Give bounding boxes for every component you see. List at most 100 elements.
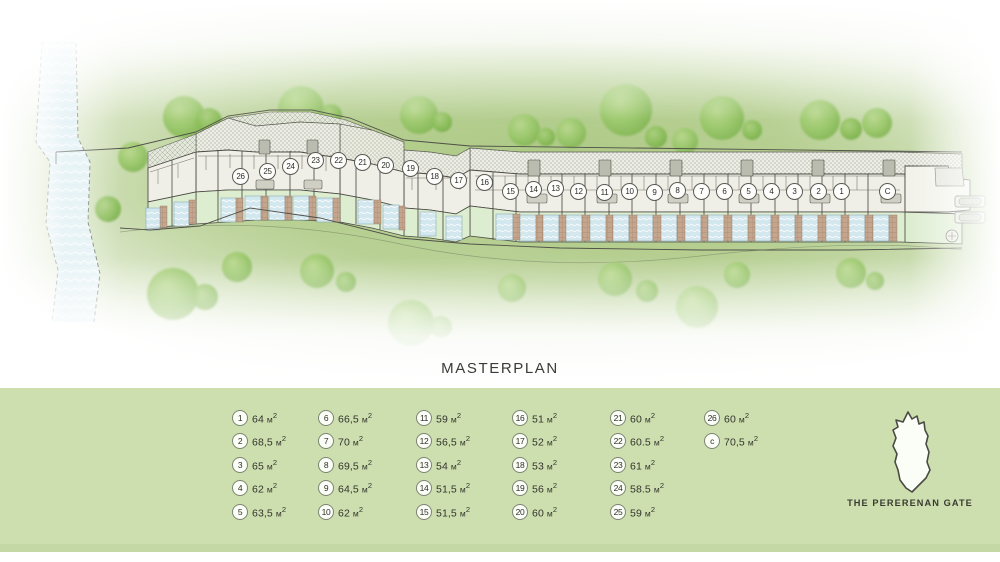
legend-area-unit: м [644,461,651,471]
legend-area-exponent: 2 [272,481,278,490]
plan-unit-9[interactable]: 9 [646,184,663,201]
plan-unit-3[interactable]: 3 [786,183,803,200]
legend-area-unit: м [266,414,273,424]
legend-area-exponent: 2 [272,410,278,420]
plan-unit-26[interactable]: 26 [232,168,249,185]
legend-unit-number: 17 [512,433,528,450]
legend-area-exponent: 2 [659,434,665,443]
legend-area-unit: м [275,508,282,518]
legend-unit-area: 63,5 м2 [252,505,286,520]
legend-area-value: 63,5 [252,507,273,519]
legend-area-unit: м [459,484,466,495]
plan-unit-12[interactable]: 12 [570,183,587,200]
legend-area-exponent: 2 [659,481,665,490]
plan-unit-11[interactable]: 11 [596,184,613,201]
legend-area-unit: м [653,437,660,448]
legend-area-exponent: 2 [650,504,656,514]
plan-unit-23[interactable]: 23 [307,152,324,169]
legend-unit-area: 66,5 м2 [338,411,372,426]
legend-unit-number: 3 [232,456,248,473]
plan-unit-7[interactable]: 7 [693,183,710,200]
site-plan-drawing [55,109,986,264]
legend-area-exponent: 2 [272,457,278,467]
legend-area-exponent: 2 [281,504,287,514]
plan-unit-1[interactable]: 1 [833,183,850,200]
plan-unit-6[interactable]: 6 [716,183,733,200]
legend-area-unit: м [459,508,466,518]
legend-unit-area: 53 м2 [532,458,557,473]
legend-area-exponent: 2 [650,410,656,420]
plan-unit-18[interactable]: 18 [426,168,443,185]
plan-unit-16[interactable]: 16 [476,174,493,191]
legend-area-value: 70,5 [724,436,745,449]
legend-area-unit: м [266,484,273,495]
plan-unit-14[interactable]: 14 [525,181,542,198]
legend-area-exponent: 2 [650,457,656,467]
legend-area-exponent: 2 [552,504,558,514]
plan-unit-15[interactable]: 15 [502,183,519,200]
plan-unit-24[interactable]: 24 [282,158,299,175]
legend-unit-area: 56 м2 [532,481,557,496]
legend-unit-area: 58.5 м2 [630,481,664,496]
legend-area-value: 66,5 [338,413,359,425]
plan-unit-25[interactable]: 25 [259,163,276,180]
legend-unit-area: 68,5 м2 [252,434,286,449]
plan-unit-21[interactable]: 21 [354,154,371,171]
legend-area-value: 61 [630,460,642,472]
legend-area-unit: м [546,437,553,448]
legend-area-unit: м [747,437,754,448]
plan-unit-8[interactable]: 8 [669,182,686,199]
plan-unit-22[interactable]: 22 [330,152,347,169]
plan-unit-4[interactable]: 4 [763,183,780,200]
plan-unit-20[interactable]: 20 [377,157,394,174]
legend-unit-number: 15 [416,503,432,520]
legend-area-exponent: 2 [465,504,471,514]
plan-unit-5[interactable]: 5 [740,183,757,200]
plan-unit-19[interactable]: 19 [402,160,419,177]
legend-area-exponent: 2 [744,410,750,420]
legend-area-value: 59 [630,507,642,519]
legend-unit-area: 69,5 м2 [338,458,372,473]
plan-unit-10[interactable]: 10 [621,183,638,200]
legend-area-unit: м [738,414,745,424]
legend-unit-area: 64,5 м2 [338,481,372,496]
plan-unit-17[interactable]: 17 [450,172,467,189]
legend-unit-area: 62 м2 [252,481,277,496]
plan-unit-2[interactable]: 2 [810,183,827,200]
legend-unit-number: 26 [704,409,720,426]
legend-area-value: 70 [338,436,350,449]
plan-unit-C[interactable]: C [879,183,896,200]
plan-unit-13[interactable]: 13 [547,180,564,197]
legend-area-unit: м [266,461,273,471]
